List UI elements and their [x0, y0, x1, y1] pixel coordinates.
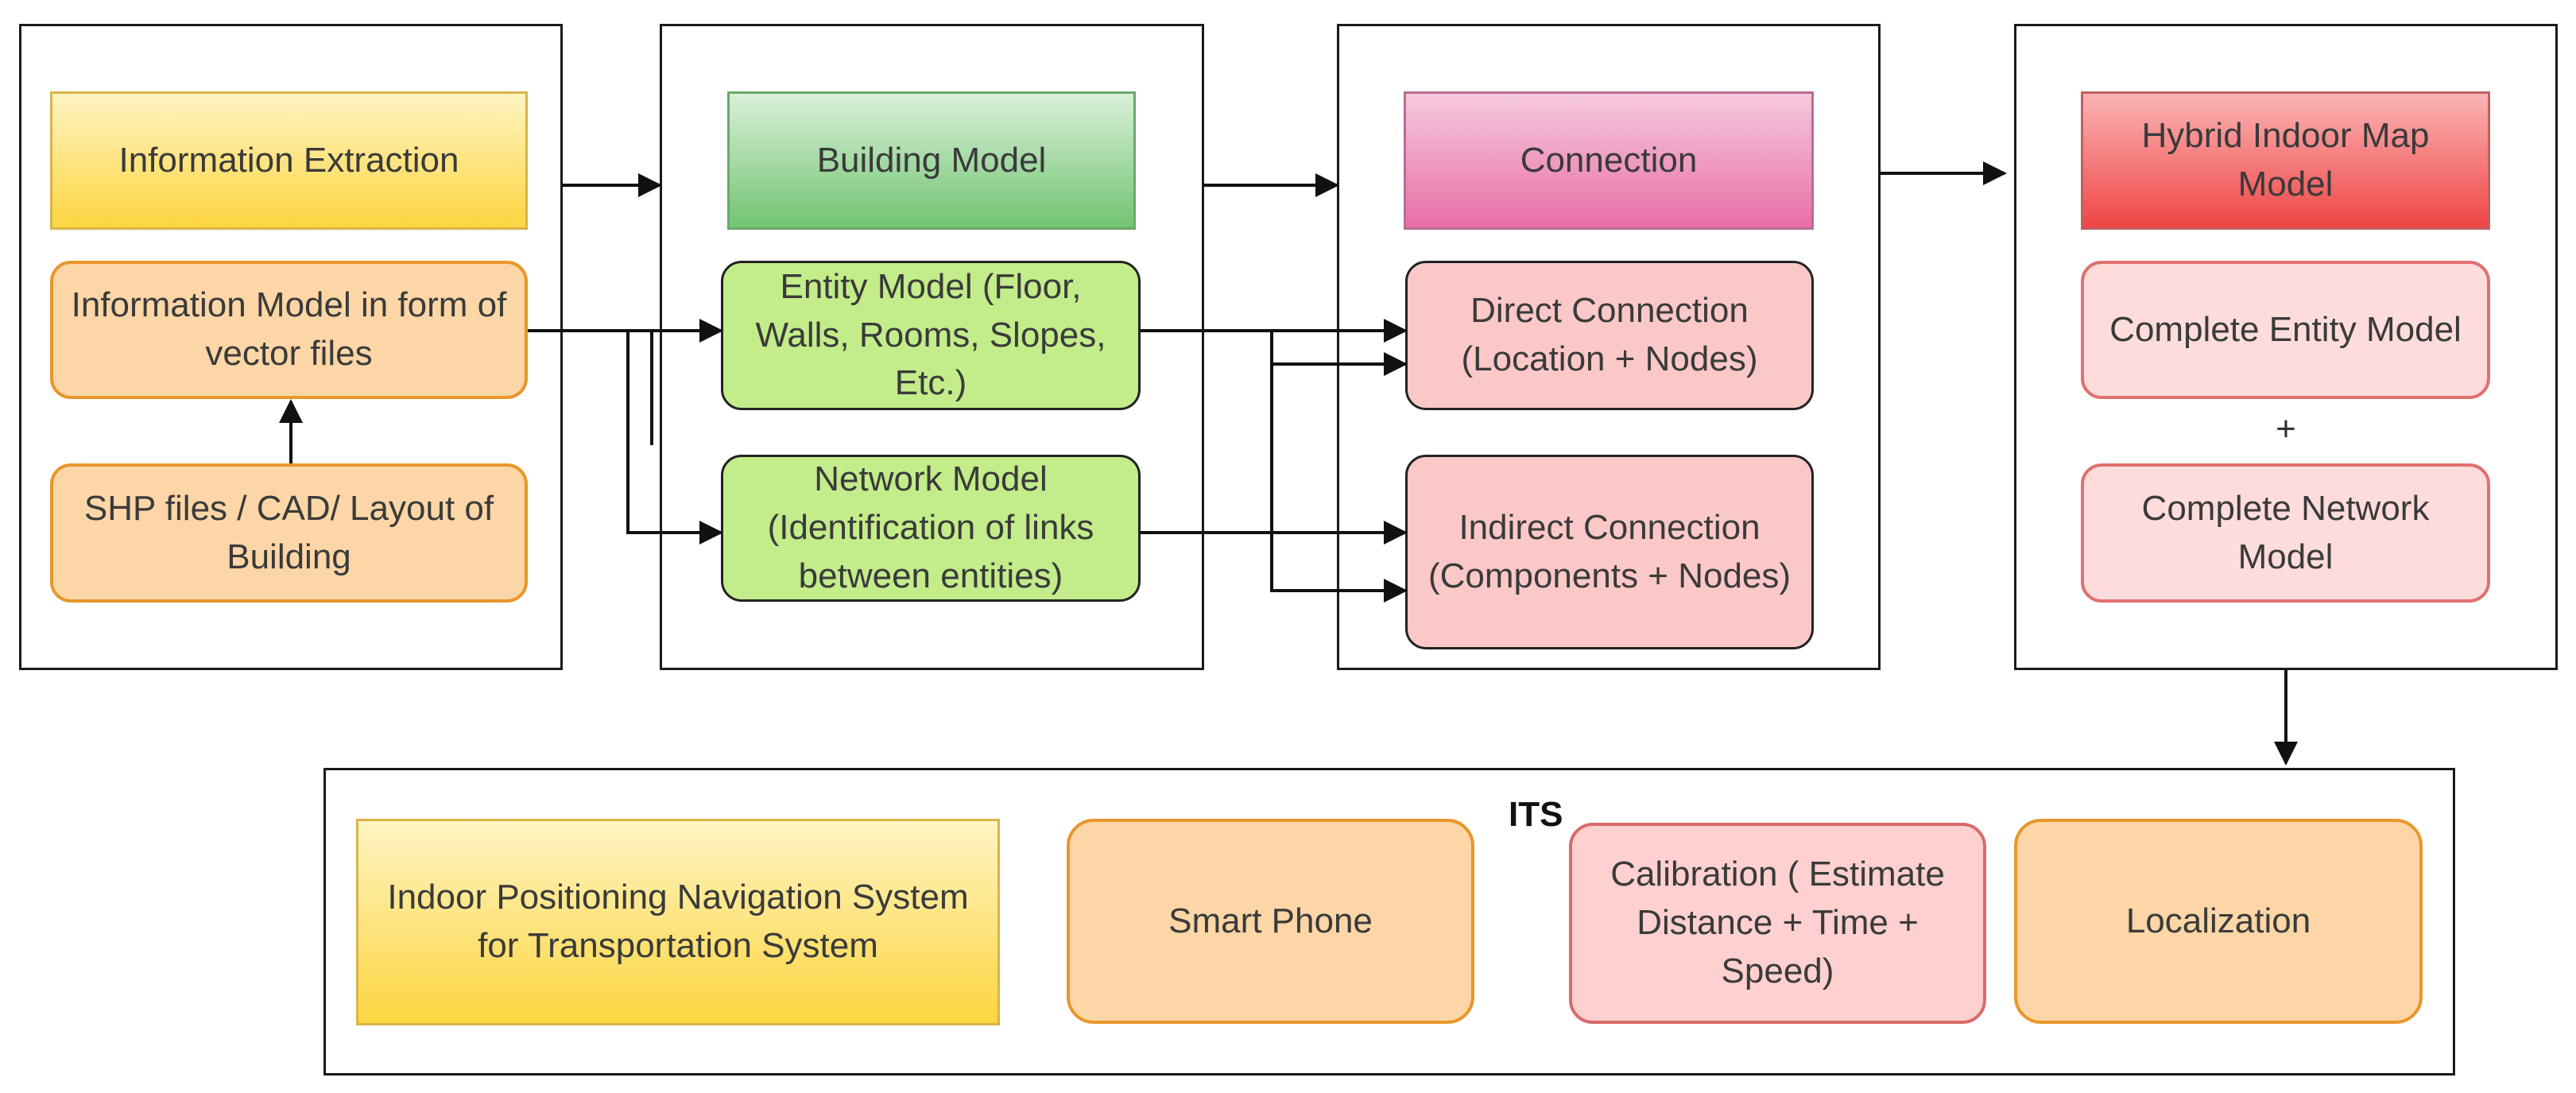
information-extraction-header: Information Extraction: [50, 91, 528, 230]
localization-box: Localization: [2014, 819, 2423, 1024]
building-model-header: Building Model: [727, 91, 1136, 230]
indirect-connection-box: Indirect Connection (Components + Nodes): [1405, 455, 1814, 649]
shp-files-box: SHP files / CAD/ Layout of Building: [50, 463, 528, 603]
complete-entity-model-box: Complete Entity Model: [2081, 261, 2490, 399]
connection-header: Connection: [1404, 91, 1814, 230]
entity-model-box: Entity Model (Floor, Walls, Rooms, Slope…: [721, 261, 1141, 410]
complete-network-model-box: Complete Network Model: [2081, 463, 2490, 603]
its-label: ITS: [1509, 795, 1563, 834]
ipns-box: Indoor Positioning Navigation System for…: [356, 819, 1000, 1025]
smart-phone-box: Smart Phone: [1067, 819, 1474, 1024]
calibration-box: Calibration ( Estimate Distance + Time +…: [1569, 823, 1986, 1024]
network-model-box: Network Model (Identification of links b…: [721, 455, 1141, 602]
hybrid-indoor-map-header: Hybrid Indoor Map Model: [2081, 91, 2490, 230]
information-model-box: Information Model in form of vector file…: [50, 261, 528, 399]
plus-sign: +: [2276, 409, 2296, 448]
direct-connection-box: Direct Connection (Location + Nodes): [1405, 261, 1814, 410]
